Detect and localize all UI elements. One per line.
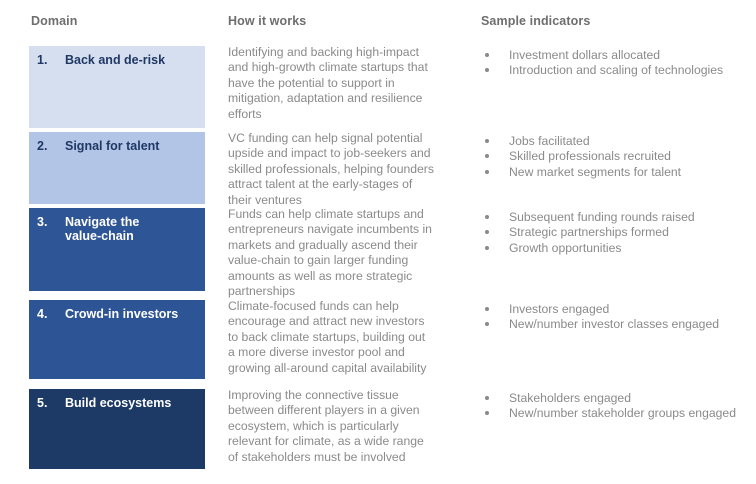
how-it-works-text: Improving the connective tissue between … [228, 388, 424, 464]
list-item: Investment dollars allocated [481, 48, 749, 63]
table-row: 2. Signal for talent VC funding can help… [0, 131, 756, 210]
bullet-icon [485, 245, 489, 250]
bullet-icon [485, 307, 489, 311]
how-it-works-text: VC funding can help signal potential ups… [228, 131, 434, 207]
sample-indicators-list: Subsequent funding rounds raised Strateg… [481, 210, 749, 256]
bullet-icon [485, 411, 489, 416]
bullet-icon [485, 68, 489, 73]
domain-number: 3. [37, 215, 48, 229]
domain-label: Crowd-in investors [65, 307, 179, 321]
list-item-label: New market segments for talent [509, 164, 682, 179]
domain-label: Navigate the value-chain [65, 215, 140, 243]
list-item: Jobs facilitated [481, 134, 749, 149]
domain-tile: 4. Crowd-in investors [29, 300, 205, 379]
list-item-label: New/number stakeholder groups engaged [509, 406, 736, 421]
bullet-icon [485, 139, 489, 143]
table-header-row: Domain How it works Sample indicators [0, 14, 756, 34]
list-item: Subsequent funding rounds raised [481, 210, 749, 225]
list-item: Strategic partnerships formed [481, 225, 749, 240]
how-it-works-text: Funds can help climate startups and entr… [228, 207, 432, 299]
domain-label: Back and de-risk [65, 53, 166, 67]
column-header-sample-indicators: Sample indicators [481, 14, 591, 28]
list-item: New market segments for talent [481, 165, 749, 180]
list-item-label: Stakeholders engaged [509, 391, 631, 405]
table-row: 3. Navigate the value-chain Funds can he… [0, 207, 756, 299]
table-row: 5. Build ecosystems Improving the connec… [0, 388, 756, 477]
domain-number: 1. [37, 53, 48, 67]
bullet-icon [485, 169, 489, 174]
domain-label: Signal for talent [65, 139, 160, 153]
bullet-icon [485, 322, 489, 327]
column-header-how-it-works: How it works [228, 14, 307, 28]
list-item: Growth opportunities [481, 241, 749, 256]
domain-label: Build ecosystems [65, 396, 172, 410]
bullet-icon [485, 396, 489, 400]
sample-indicators-list: Investors engaged New/number investor cl… [481, 302, 749, 333]
bullet-icon [485, 215, 489, 219]
list-item-label: Jobs facilitated [509, 134, 590, 148]
table-row: 1. Back and de-risk Identifying and back… [0, 45, 756, 128]
domain-tile: 5. Build ecosystems [29, 389, 205, 469]
domain-number: 2. [37, 139, 48, 153]
sample-indicators-list: Stakeholders engaged New/number stakehol… [481, 391, 749, 422]
list-item-label: Subsequent funding rounds raised [509, 210, 695, 224]
list-item: New/number stakeholder groups engaged [481, 406, 749, 421]
list-item: Investors engaged [481, 302, 749, 317]
how-it-works-text: Climate-focused funds can help encourage… [228, 299, 427, 375]
list-item-label: Investors engaged [509, 302, 610, 316]
list-item: Stakeholders engaged [481, 391, 749, 406]
column-header-domain: Domain [31, 14, 78, 28]
list-item: Skilled professionals recruited [481, 149, 749, 164]
domain-number: 4. [37, 307, 48, 321]
list-item: Introduction and scaling of technologies [481, 63, 749, 78]
bullet-icon [485, 53, 489, 57]
how-it-works-text: Identifying and backing high-impact and … [228, 45, 428, 121]
list-item-label: Introduction and scaling of technologies [509, 63, 724, 78]
sample-indicators-list: Jobs facilitated Skilled professionals r… [481, 134, 749, 180]
domain-number: 5. [37, 396, 48, 410]
domain-tile: 2. Signal for talent [29, 132, 205, 204]
list-item-label: Investment dollars allocated [509, 48, 661, 62]
list-item-label: Skilled professionals recruited [509, 149, 671, 164]
sample-indicators-list: Investment dollars allocated Introductio… [481, 48, 749, 79]
bullet-icon [485, 154, 489, 159]
bullet-icon [485, 230, 489, 235]
list-item-label: Strategic partnerships formed [509, 225, 669, 240]
list-item: New/number investor classes engaged [481, 317, 749, 332]
list-item-label: Growth opportunities [509, 240, 622, 255]
domain-tile: 3. Navigate the value-chain [29, 208, 205, 291]
domain-tile: 1. Back and de-risk [29, 46, 205, 128]
list-item-label: New/number investor classes engaged [509, 317, 720, 332]
table-row: 4. Crowd-in investors Climate-focused fu… [0, 299, 756, 386]
